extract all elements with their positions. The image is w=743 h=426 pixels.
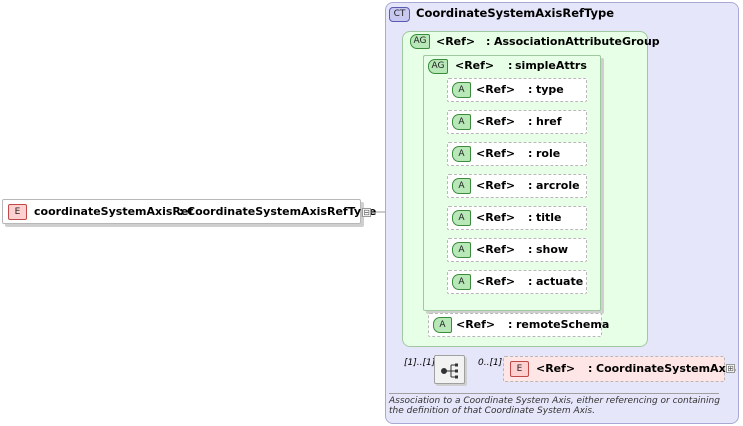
- attribute-ref: <Ref>: [476, 83, 516, 96]
- attribute-separator: :: [528, 147, 533, 160]
- sequence-compositor[interactable]: [434, 355, 465, 384]
- attribute-remote-schema[interactable]: A <Ref> : remoteSchema: [428, 313, 609, 337]
- attribute-separator: :: [528, 211, 533, 224]
- attribute-badge: A: [452, 114, 471, 130]
- inner-cardinality: 0..[1]: [478, 358, 503, 368]
- attribute-name: role: [536, 147, 561, 160]
- attribute-badge: A: [433, 317, 452, 333]
- attribute-badge: A: [452, 82, 471, 98]
- attribute-separator: :: [528, 243, 533, 256]
- attribute-group-badge: AG: [428, 59, 448, 74]
- coordinate-system-axis-element[interactable]: E <Ref> : CoordinateSystemAxis: [503, 356, 736, 382]
- outer-cardinality: [1]..[1]: [404, 358, 436, 368]
- root-element-name: coordinateSystemAxisRef: [34, 205, 194, 218]
- attribute-name: type: [536, 83, 564, 96]
- attribute-badge: A: [452, 178, 471, 194]
- attribute-name: actuate: [536, 275, 584, 288]
- attribute-badge: A: [452, 274, 471, 290]
- description-divider: [389, 393, 719, 394]
- attribute-separator: :: [528, 179, 533, 192]
- simple-attrs-ref: <Ref>: [455, 59, 495, 72]
- simple-attrs-separator: :: [508, 59, 513, 72]
- attribute-badge: A: [452, 210, 471, 226]
- attribute-role[interactable]: A <Ref> : role: [447, 142, 587, 166]
- attribute-type[interactable]: A <Ref> : type: [447, 78, 587, 102]
- attribute-separator: :: [528, 83, 533, 96]
- type-description: Association to a Coordinate System Axis,…: [389, 396, 720, 416]
- collapse-icon[interactable]: ⊟: [362, 208, 371, 217]
- attribute-ref: <Ref>: [476, 243, 516, 256]
- complex-type-badge: CT: [389, 7, 410, 22]
- root-element-box[interactable]: E coordinateSystemAxisRef : CoordinateSy…: [2, 199, 376, 224]
- attribute-arcrole[interactable]: A <Ref> : arcrole: [447, 174, 587, 198]
- attribute-ref: <Ref>: [476, 275, 516, 288]
- expand-icon[interactable]: ⊞: [726, 364, 735, 373]
- attribute-ref: <Ref>: [476, 147, 516, 160]
- sequence-icon: [441, 363, 458, 379]
- axis-element-name: CoordinateSystemAxis: [596, 362, 736, 375]
- association-group-name[interactable]: AssociationAttributeGroup: [494, 35, 660, 48]
- attribute-group-badge: AG: [410, 34, 430, 49]
- attribute-separator: :: [508, 318, 513, 331]
- attribute-separator: :: [528, 275, 533, 288]
- attribute-ref: <Ref>: [476, 179, 516, 192]
- attribute-name: href: [536, 115, 562, 128]
- attribute-separator: :: [528, 115, 533, 128]
- root-element-separator: :: [179, 205, 184, 218]
- complex-type-name[interactable]: CoordinateSystemAxisRefType: [416, 6, 615, 20]
- axis-element-separator: :: [588, 362, 593, 375]
- element-badge: E: [510, 361, 529, 377]
- attribute-name: remoteSchema: [516, 318, 610, 331]
- attribute-show[interactable]: A <Ref> : show: [447, 238, 587, 262]
- axis-element-ref: <Ref>: [536, 362, 576, 375]
- attribute-ref: <Ref>: [456, 318, 496, 331]
- attribute-badge: A: [452, 242, 471, 258]
- attribute-title[interactable]: A <Ref> : title: [447, 206, 587, 230]
- attribute-name: show: [536, 243, 569, 256]
- root-element-type: CoordinateSystemAxisRefType: [187, 205, 377, 218]
- attribute-name: arcrole: [536, 179, 580, 192]
- attribute-badge: A: [452, 146, 471, 162]
- attribute-href[interactable]: A <Ref> : href: [447, 110, 587, 134]
- attribute-actuate[interactable]: A <Ref> : actuate: [447, 270, 587, 294]
- attribute-ref: <Ref>: [476, 211, 516, 224]
- attribute-name: title: [536, 211, 562, 224]
- simple-attrs-name[interactable]: simpleAttrs: [515, 59, 587, 72]
- association-group-separator: :: [486, 35, 491, 48]
- association-group-ref: <Ref>: [436, 35, 476, 48]
- attribute-ref: <Ref>: [476, 115, 516, 128]
- element-badge: E: [8, 204, 27, 220]
